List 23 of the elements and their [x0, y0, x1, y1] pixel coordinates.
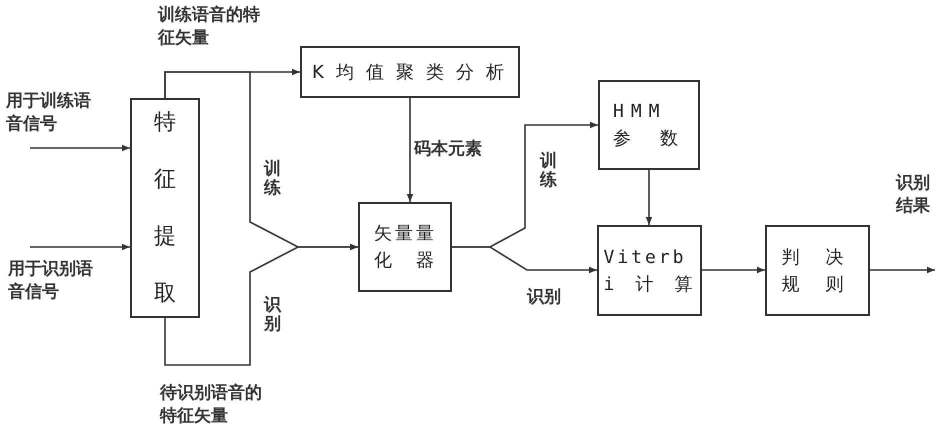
edge-label: 训练 [540, 152, 557, 190]
arrow [702, 266, 765, 274]
box-label: K均值聚类分析 [312, 60, 508, 84]
edge-label: 识别 [264, 296, 281, 334]
edge-label: 训练 [264, 160, 281, 198]
box-label: HMM参数 [613, 100, 685, 151]
arrow [30, 144, 130, 152]
arrow [870, 266, 935, 274]
box-label: 判决规则 [782, 246, 854, 296]
arrow [30, 244, 130, 250]
arrow [452, 246, 597, 274]
process-box [130, 98, 200, 318]
arrow [646, 170, 652, 225]
arrow [164, 244, 358, 366]
process-box [598, 80, 700, 170]
box-label: Viterbi计算 [604, 246, 696, 296]
process-box [597, 225, 702, 316]
process-box [300, 46, 520, 98]
box-label: 矢量量化器 [374, 222, 436, 273]
box-label: 特征提取 [154, 108, 176, 308]
process-box [358, 202, 452, 292]
process-box [765, 225, 870, 316]
arrow [406, 98, 414, 202]
